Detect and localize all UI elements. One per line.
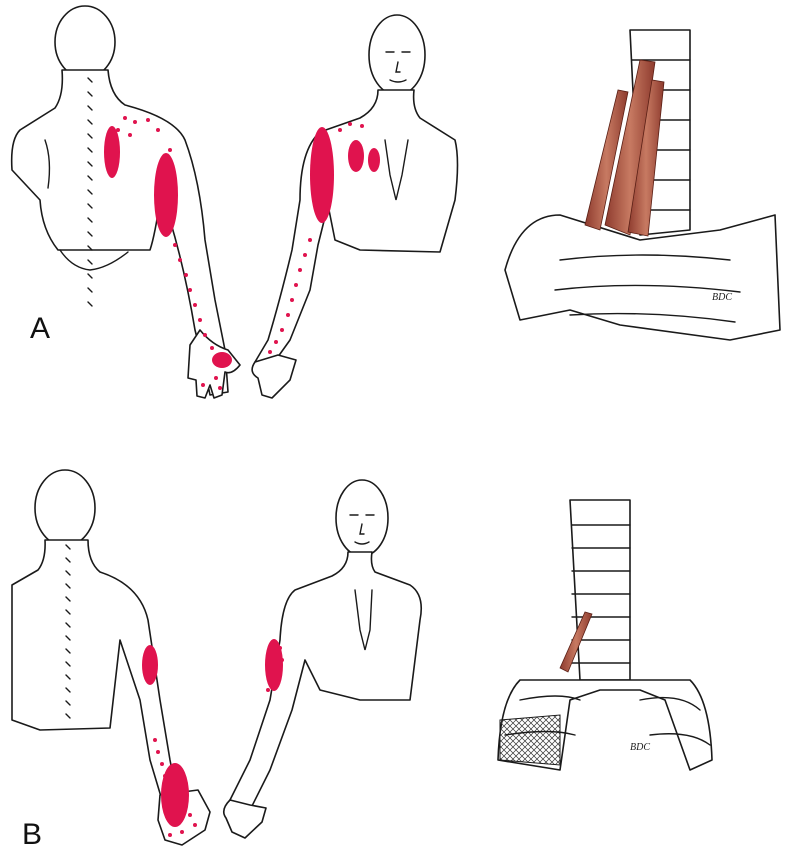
anterior-torso-b (229, 551, 423, 811)
posterior-torso-b (11, 539, 179, 803)
pain-pattern-anterior-b (265, 639, 284, 692)
face-features (385, 51, 411, 83)
panel-b: BDC (11, 469, 713, 846)
panel-a-posterior-body (10, 5, 241, 399)
sternum-line (384, 139, 409, 201)
artist-signature-b: BDC (630, 742, 650, 753)
head-front (368, 14, 426, 96)
panel-b-anterior-body (222, 479, 423, 839)
posterior-torso-outline (10, 69, 229, 396)
panel-a-cervical-anatomy: BDC (504, 29, 781, 341)
panel-a: BDC (10, 5, 781, 399)
pain-pattern-posterior-b (142, 645, 197, 837)
head-back-b (34, 469, 96, 547)
artist-signature-a: BDC (712, 292, 732, 303)
pleura-hatch-left (499, 714, 561, 766)
pain-pattern-posterior-a (104, 116, 232, 390)
panel-label-a: A (30, 312, 51, 345)
panel-label-b: B (22, 818, 43, 851)
spinous-process-column (87, 77, 93, 307)
rib-cage-clavicle-a (504, 214, 781, 341)
sternum-line-b (354, 589, 373, 651)
panel-b-cervical-anatomy: BDC (497, 499, 713, 771)
pain-pattern-anterior-a (268, 122, 380, 354)
back-waist-line (59, 249, 129, 271)
scalene-muscle-a-3 (584, 89, 629, 231)
scalenus-minimus-muscle (559, 611, 593, 673)
scalene-muscle-a-1 (604, 59, 656, 236)
scalene-muscle-a-2 (627, 79, 665, 237)
spinous-process-column-b (65, 544, 71, 719)
scapula-line (44, 139, 51, 189)
anterior-hand-b (222, 799, 267, 839)
cervical-vertebrae-b (569, 499, 631, 681)
panel-a-anterior-body (251, 14, 459, 399)
anterior-hand (251, 354, 297, 399)
head-back (54, 5, 116, 79)
panel-b-posterior-body (11, 469, 211, 846)
anterior-torso-outline (254, 89, 459, 369)
